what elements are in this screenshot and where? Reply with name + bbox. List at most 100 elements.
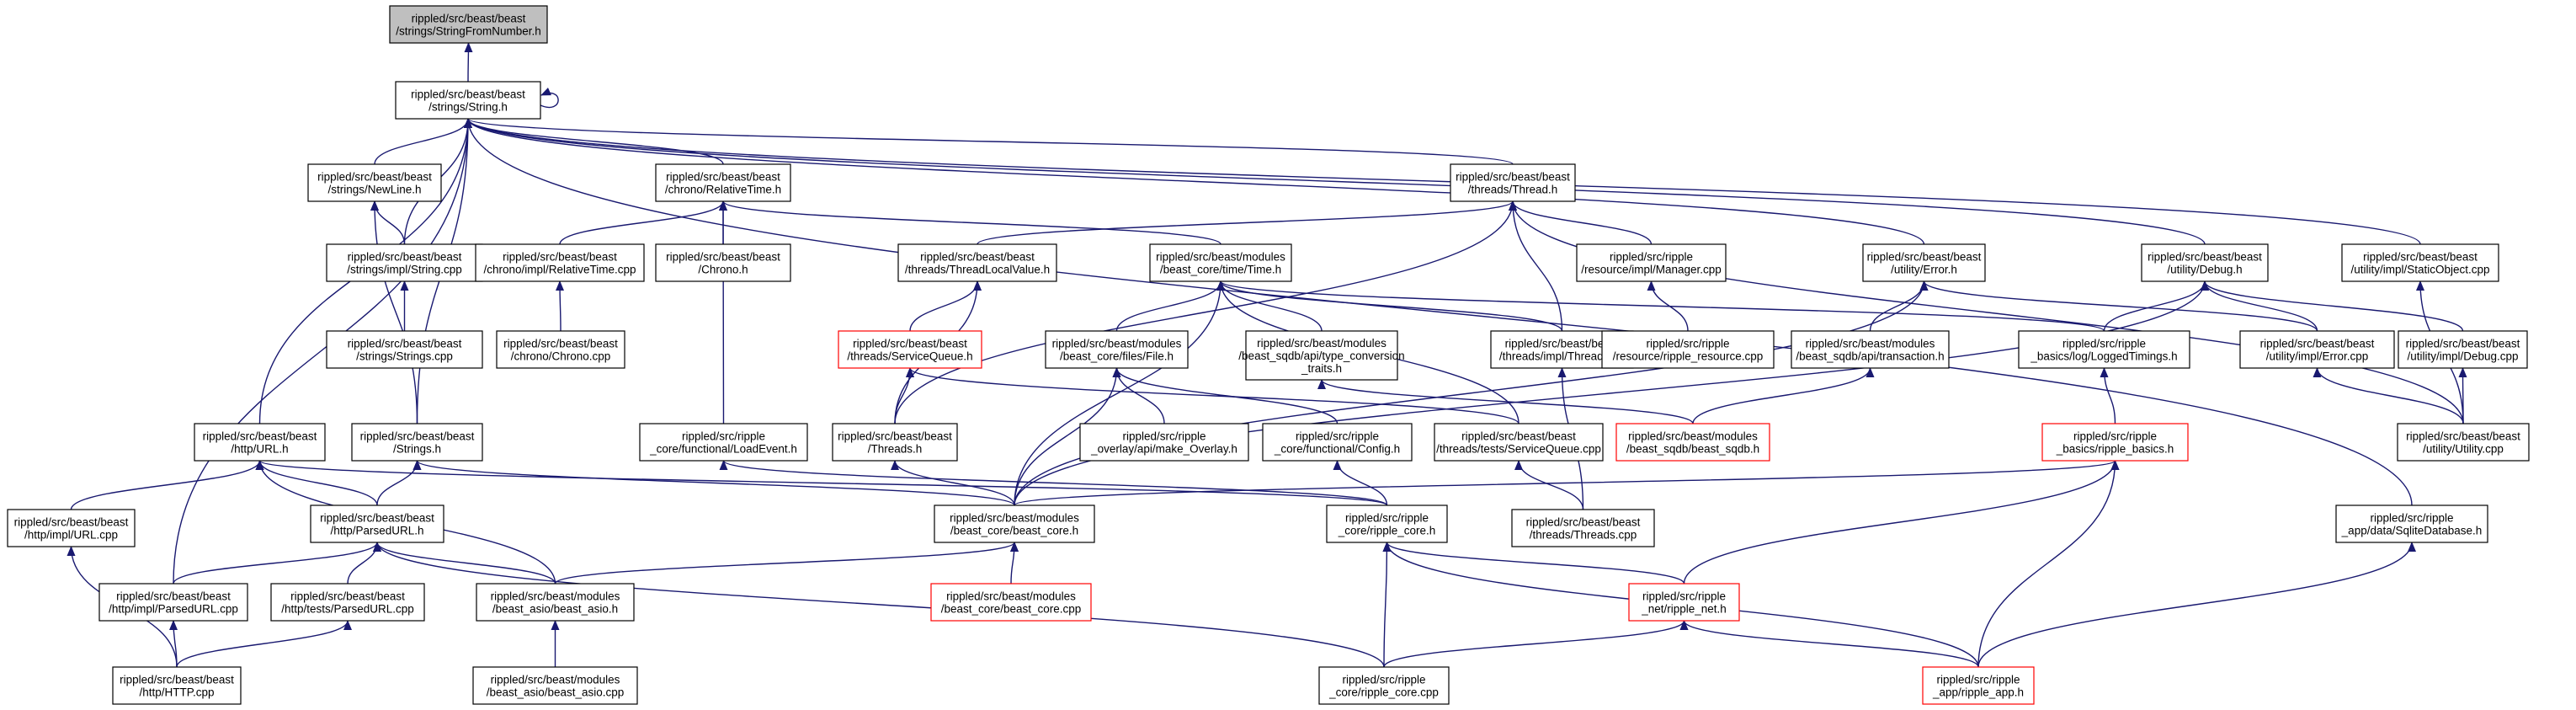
node-newline[interactable]: rippled/src/beast/beast/strings/NewLine.…	[307, 163, 442, 202]
node-parsedurl-cpp-tests[interactable]: rippled/src/beast/beast/http/tests/Parse…	[270, 583, 425, 622]
edge-sqlitedatabase-to-string-h	[464, 118, 2413, 506]
node-staticobject[interactable]: rippled/src/beast/beast/utility/impl/Sta…	[2341, 243, 2499, 282]
node-label-line: rippled/src/beast/beast	[203, 430, 317, 443]
node-label-line: /beast_sqdb/api/transaction.h	[1796, 350, 1944, 363]
edge-beast-asio-h-to-parsedurl-h	[373, 542, 556, 585]
node-relativetime[interactable]: rippled/src/beast/beast/chrono/RelativeT…	[655, 163, 791, 202]
node-beast-sqdb[interactable]: rippled/src/beast/modules/beast_sqdb/bea…	[1615, 423, 1770, 462]
node-box	[112, 666, 242, 705]
node-threads-h[interactable]: rippled/src/beast/beast/Threads.h	[832, 423, 958, 462]
node-label-line: rippled/src/beast/modules	[1052, 338, 1182, 350]
node-box	[1628, 583, 1740, 622]
node-beast-asio-cpp[interactable]: rippled/src/beast/modules/beast_asio/bea…	[472, 666, 638, 705]
node-utility-cpp[interactable]: rippled/src/beast/beast/utility/Utility.…	[2397, 423, 2530, 462]
node-type-conversion[interactable]: rippled/src/beast/modules/beast_sqdb/api…	[1238, 330, 1405, 381]
node-parsedurl-cpp-impl[interactable]: rippled/src/beast/beast/http/impl/Parsed…	[98, 583, 248, 622]
node-beast-asio-h[interactable]: rippled/src/beast/modules/beast_asio/bea…	[476, 583, 635, 622]
edge-string-cpp-to-newline	[370, 200, 406, 245]
node-label-line: rippled/src/beast/beast	[1867, 251, 1982, 264]
node-error-cpp[interactable]: rippled/src/beast/beast/utility/impl/Err…	[2239, 330, 2395, 369]
edge-newline-to-string-h	[374, 118, 472, 165]
node-servicequeue-cpp[interactable]: rippled/src/beast/beast/threads/tests/Se…	[1434, 423, 1604, 462]
edge-beast-core-h-to-time-h	[1014, 280, 1225, 506]
node-label-line: /beast_core/beast_core.h	[950, 525, 1078, 537]
node-ripple-app[interactable]: rippled/src/ripple_app/ripple_app.h	[1922, 666, 2035, 705]
node-label-line: rippled/src/beast/beast	[348, 338, 462, 350]
node-label-line: rippled/src/ripple	[1122, 430, 1206, 443]
node-label-line: /http/impl/ParsedURL.cpp	[109, 603, 238, 616]
edge-chrono-cpp-to-relativetime-cpp	[556, 280, 565, 332]
node-url-h[interactable]: rippled/src/beast/beast/http/URL.h	[194, 423, 326, 462]
node-time-h[interactable]: rippled/src/beast/modules/beast_core/tim…	[1149, 243, 1292, 282]
node-transaction[interactable]: rippled/src/beast/modules/beast_sqdb/api…	[1791, 330, 1950, 369]
node-label-line: /utility/Utility.cpp	[2423, 443, 2504, 456]
node-ripple-core-h[interactable]: rippled/src/ripple_core/ripple_core.h	[1326, 504, 1448, 543]
node-make-overlay[interactable]: rippled/src/ripple_overlay/api/make_Over…	[1079, 423, 1249, 462]
edge-ripple-core-h-to-loadevent	[719, 460, 1388, 506]
node-box	[1601, 330, 1775, 369]
node-beast-core-cpp[interactable]: rippled/src/beast/modules/beast_core/bea…	[930, 583, 1092, 622]
node-error-h[interactable]: rippled/src/beast/beast/utility/Error.h	[1862, 243, 1986, 282]
node-http-cpp[interactable]: rippled/src/beast/beast/http/HTTP.cpp	[112, 666, 242, 705]
node-strings-cpp[interactable]: rippled/src/beast/beast/strings/Strings.…	[326, 330, 483, 369]
node-ripple-basics[interactable]: rippled/src/ripple_basics/ripple_basics.…	[2041, 423, 2189, 462]
edge-beast-sqdb-to-type-conversion	[1317, 379, 1694, 424]
node-debug-cpp[interactable]: rippled/src/beast/beast/utility/impl/Deb…	[2398, 330, 2528, 369]
node-loggedtimings[interactable]: rippled/src/ripple_basics/log/LoggedTimi…	[2018, 330, 2190, 369]
node-strings-h[interactable]: rippled/src/beast/beast/Strings.h	[351, 423, 483, 462]
node-label-line: _overlay/api/make_Overlay.h	[1090, 443, 1237, 456]
node-ripple-core-cpp[interactable]: rippled/src/ripple_core/ripple_core.cpp	[1318, 666, 1450, 705]
node-box	[310, 504, 444, 543]
edge-debug-h-to-string-h	[464, 118, 2206, 245]
node-beast-core-h[interactable]: rippled/src/beast/modules/beast_core/bea…	[934, 504, 1095, 543]
node-label-line: /chrono/RelativeTime.h	[665, 184, 781, 196]
node-label-line: rippled/src/beast/beast	[853, 338, 967, 350]
node-label-line: rippled/src/ripple	[2073, 430, 2157, 443]
node-box	[1045, 330, 1189, 369]
node-sqlitedatabase[interactable]: rippled/src/ripple_app/data/SqliteDataba…	[2335, 504, 2488, 543]
edge-error-h-to-string-h	[464, 118, 1925, 245]
node-stringfromnumber[interactable]: rippled/src/beast/beast/strings/StringFr…	[389, 5, 548, 44]
node-label-line: rippled/src/ripple	[1342, 674, 1425, 686]
node-string-cpp[interactable]: rippled/src/beast/beast/strings/impl/Str…	[326, 243, 483, 282]
node-chrono-h[interactable]: rippled/src/beast/beast/Chrono.h	[655, 243, 791, 282]
node-string-h[interactable]: rippled/src/beast/beast/strings/String.h	[395, 81, 541, 120]
node-label-line: rippled/src/beast/beast	[360, 430, 475, 443]
node-label-line: /threads/Threads.cpp	[1530, 529, 1637, 542]
node-chrono-cpp[interactable]: rippled/src/beast/beast/chrono/Chrono.cp…	[496, 330, 625, 369]
node-box	[326, 330, 483, 369]
edge-url-cpp-to-url-h	[70, 460, 264, 510]
edge-loggedtimings-to-time-h	[1216, 280, 2105, 332]
node-threads-cpp[interactable]: rippled/src/beast/beast/threads/Threads.…	[1511, 509, 1655, 547]
node-label-line: _core/ripple_core.h	[1338, 525, 1436, 537]
node-servicequeue-h[interactable]: rippled/src/beast/beast/threads/ServiceQ…	[838, 330, 982, 369]
node-label-line: rippled/src/beast/beast	[14, 516, 129, 529]
node-threadlocalvalue[interactable]: rippled/src/beast/beast/threads/ThreadLo…	[897, 243, 1057, 282]
edge-ripple-core-cpp-to-ripple-net	[1383, 620, 1689, 668]
node-ripple-resource[interactable]: rippled/src/ripple/resource/ripple_resou…	[1601, 330, 1775, 369]
node-label-line: /beast_core/beast_core.cpp	[941, 603, 1082, 616]
node-loadevent[interactable]: rippled/src/ripple_core/functional/LoadE…	[639, 423, 808, 462]
node-file-h[interactable]: rippled/src/beast/modules/beast_core/fil…	[1045, 330, 1189, 369]
node-box	[326, 243, 483, 282]
edge-beast-core-cpp-to-beast-core-h	[1009, 542, 1019, 585]
node-manager-cpp[interactable]: rippled/src/ripple/resource/impl/Manager…	[1576, 243, 1727, 282]
node-relativetime-cpp[interactable]: rippled/src/beast/beast/chrono/impl/Rela…	[475, 243, 645, 282]
node-thread-h[interactable]: rippled/src/beast/beast/threads/Thread.h	[1450, 163, 1576, 202]
node-label-line: rippled/src/beast/beast	[838, 430, 952, 443]
node-label-line: rippled/src/beast/beast	[503, 251, 617, 264]
node-box	[1511, 509, 1655, 547]
edge-relativetime-cpp-to-relativetime	[559, 200, 727, 245]
node-label-line: rippled/src/beast/modules	[491, 674, 620, 686]
node-label-line: /threads/ServiceQueue.h	[847, 350, 972, 363]
node-label-line: rippled/src/beast/modules	[946, 590, 1076, 603]
edge-staticobject-to-string-h	[464, 118, 2421, 245]
node-label-line: rippled/src/beast/beast	[2260, 338, 2375, 350]
node-box	[1450, 163, 1576, 202]
node-debug-h[interactable]: rippled/src/beast/beast/utility/Debug.h	[2141, 243, 2269, 282]
edge-http-cpp-to-parsedurl-cpp-impl	[169, 620, 178, 668]
node-url-cpp[interactable]: rippled/src/beast/beast/http/impl/URL.cp…	[7, 509, 136, 547]
node-config-h[interactable]: rippled/src/ripple_core/functional/Confi…	[1262, 423, 1413, 462]
node-ripple-net[interactable]: rippled/src/ripple_net/ripple_net.h	[1628, 583, 1740, 622]
node-parsedurl-h[interactable]: rippled/src/beast/beast/http/ParsedURL.h	[310, 504, 444, 543]
